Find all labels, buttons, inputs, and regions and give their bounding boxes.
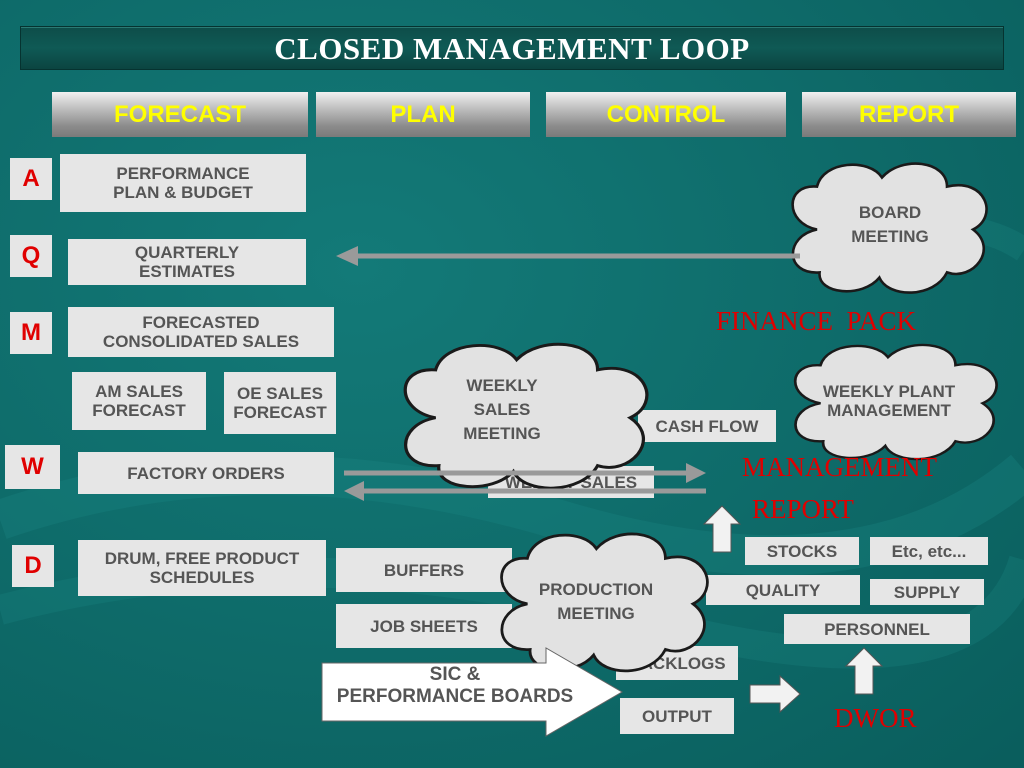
cash-flow-box: CASH FLOW xyxy=(638,410,776,442)
right-arrow-dwor xyxy=(749,674,801,714)
weekly-sales-right-arrow xyxy=(344,463,706,483)
sic-performance-boards-arrow xyxy=(321,647,623,737)
job-sheets-box: JOB SHEETS xyxy=(336,604,512,648)
phase-report: REPORT xyxy=(802,92,1016,137)
phase-control: CONTROL xyxy=(546,92,786,137)
slide-title: CLOSED MANAGEMENT LOOP xyxy=(274,31,750,66)
management-report-label-line1: MANAGEMENT xyxy=(742,452,937,482)
sic-performance-boards-label: SIC &PERFORMANCE BOARDS xyxy=(336,664,574,707)
level-daily: D xyxy=(12,545,54,587)
level-monthly: M xyxy=(10,312,52,354)
management-report-label-line2: REPORT xyxy=(752,494,854,524)
supply-box: SUPPLY xyxy=(870,579,984,605)
factory-orders-box: FACTORY ORDERS xyxy=(78,452,334,494)
stocks-box: STOCKS xyxy=(745,537,859,565)
dwor-label: DWOR xyxy=(834,703,917,733)
level-annual: A xyxy=(10,158,52,200)
level-weekly: W xyxy=(5,445,60,489)
quality-box: QUALITY xyxy=(706,575,860,605)
up-arrow-personnel xyxy=(844,647,884,695)
output-box: OUTPUT xyxy=(620,698,734,734)
phase-plan: PLAN xyxy=(316,92,530,137)
finance-pack-label: FINANCE PACK xyxy=(716,306,917,336)
up-arrow-management-report xyxy=(702,505,742,553)
level-quarterly: Q xyxy=(10,235,52,277)
buffers-box: BUFFERS xyxy=(336,548,512,592)
board-to-quarterly-arrow xyxy=(336,246,800,266)
personnel-box: PERSONNEL xyxy=(784,614,970,644)
etc-box: Etc, etc... xyxy=(870,537,988,565)
phase-forecast: FORECAST xyxy=(52,92,308,137)
weekly-sales-left-arrow xyxy=(344,481,706,501)
title-bar: CLOSED MANAGEMENT LOOP xyxy=(20,26,1004,70)
